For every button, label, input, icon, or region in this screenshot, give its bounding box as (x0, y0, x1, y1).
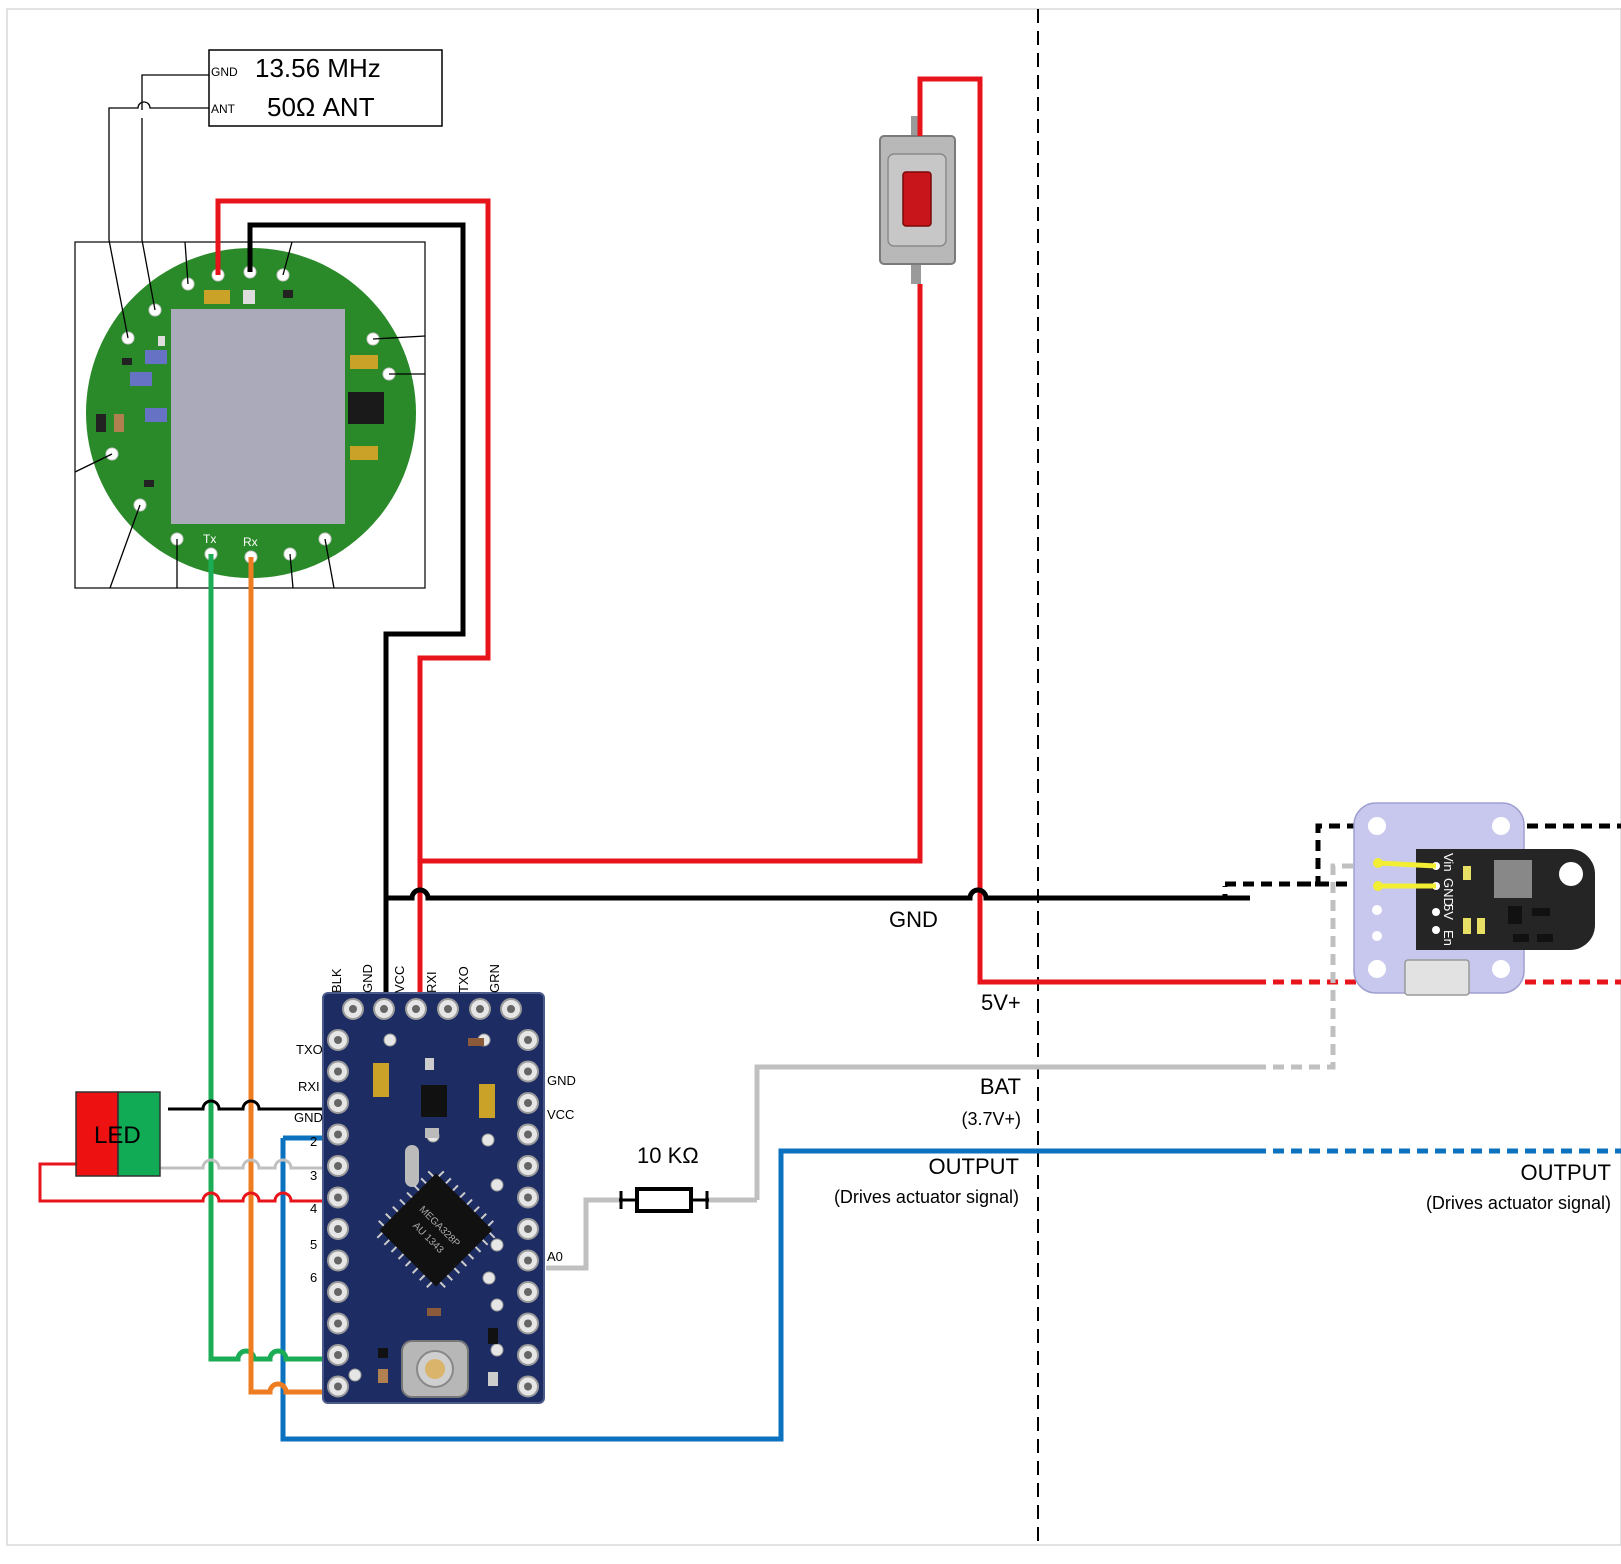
antenna-impedance: 50Ω ANT (267, 92, 375, 122)
smd-component (96, 414, 106, 432)
via-pad (481, 1133, 495, 1147)
led: LED (75, 1091, 161, 1177)
arduino-top-pin-label: TXO (456, 966, 471, 993)
rfid-module: Tx Rx (74, 241, 426, 589)
button-cap (902, 171, 932, 227)
via-pad (490, 1343, 504, 1357)
via-pad (348, 1368, 362, 1382)
wire-gnd-dashed-2 (1222, 881, 1371, 901)
resistor: 10 KΩ (619, 1143, 709, 1213)
wire-button-5v (917, 76, 1255, 985)
arduino-right-pin-label: A0 (547, 1249, 563, 1264)
arduino-top-pin-label: GRN (487, 964, 502, 993)
smd-component (283, 290, 293, 298)
wire-led-green (160, 1158, 322, 1170)
arduino-left-pin-label: 2 (310, 1134, 317, 1149)
antenna-box (208, 49, 443, 127)
arduino-left-pin-label: TXO (296, 1042, 323, 1057)
bat-rail-label: BAT (980, 1074, 1021, 1099)
via-pad (490, 1298, 504, 1312)
wire-bat-dashed (1255, 863, 1356, 1070)
smd-component (158, 336, 165, 346)
ic-chip (348, 392, 384, 424)
right-output-note: (Drives actuator signal) (1426, 1193, 1611, 1213)
antenna-frequency: 13.56 MHz (255, 53, 381, 83)
antenna-ant-lead (108, 101, 209, 339)
arduino-top-pin-label: VCC (392, 966, 407, 993)
smd-component (145, 408, 167, 422)
page-border (6, 8, 1621, 1546)
arduino-side-labels: TXO RXI GND 2 3 4 5 6 GND VCC A0 (294, 1042, 576, 1285)
via-pad (490, 1238, 504, 1252)
right-output-label: OUTPUT (1521, 1160, 1611, 1185)
arduino-top-pin-label: GND (360, 964, 375, 993)
wire-a0-resistor (546, 1197, 623, 1271)
resistor-body (635, 1187, 693, 1213)
smd-component (122, 358, 132, 365)
charger-pin-label: 5V (1441, 904, 1456, 920)
capacitor (204, 290, 230, 304)
output-rail-note: (Drives actuator signal) (834, 1187, 1019, 1207)
arduino-left-pin-label: 5 (310, 1237, 317, 1252)
arduino-top-labels: BLK GND VCC RXI TXO GRN (329, 964, 502, 993)
antenna-ant-pin: ANT (211, 102, 236, 116)
arduino-left-pin-label: GND (294, 1110, 323, 1125)
wire-gnd-dashed (1225, 823, 1621, 887)
smd-component (145, 350, 167, 364)
smd-component (144, 480, 154, 487)
arduino-top-pin-label: RXI (424, 971, 439, 993)
smd-component (130, 372, 152, 386)
wire-rx (248, 557, 322, 1395)
wire-output-rail (280, 1138, 1255, 1442)
resistor-label: 10 KΩ (637, 1143, 699, 1168)
push-button (879, 116, 956, 284)
arduino-top-pin-label: BLK (329, 968, 344, 993)
wire-tx (208, 554, 322, 1362)
rx-pin-label: Rx (243, 535, 258, 549)
wire-led-gnd (168, 1099, 322, 1111)
arduino-pro-mini: MEGA328P AU 1343 (322, 992, 545, 1404)
arduino-left-pin-label: RXI (298, 1079, 320, 1094)
arduino-right-pin-label: GND (547, 1073, 576, 1088)
via-pad (490, 1178, 504, 1192)
output-rail-label: OUTPUT (929, 1154, 1019, 1179)
antenna-gnd-lead (141, 74, 209, 311)
bat-rail-note: (3.7V+) (961, 1109, 1021, 1129)
charger-pin-label: GND (1441, 878, 1456, 907)
arduino-right-pin-label: VCC (547, 1107, 574, 1122)
wire-led-red (38, 1162, 322, 1203)
usb-port (1404, 959, 1470, 996)
capacitor (350, 355, 378, 369)
arduino-left-pin-label: 3 (310, 1168, 317, 1183)
led-green-half (117, 1091, 161, 1177)
tx-pin-label: Tx (203, 532, 216, 546)
arduino-left-pin-label: 6 (310, 1270, 317, 1285)
charger-pcb (1416, 849, 1595, 950)
arduino-left-pin-label: 4 (310, 1201, 317, 1216)
rfid-chip-shield (171, 309, 345, 524)
antenna-gnd-pin: GND (211, 65, 238, 79)
gnd-rail-label: GND (889, 907, 938, 932)
charger-pin-label: En (1441, 930, 1456, 946)
wire-bat-rail (754, 1064, 1255, 1200)
led-label: LED (94, 1122, 141, 1149)
via-pad (482, 1271, 496, 1285)
capacitor (350, 446, 378, 460)
via-pad (383, 1033, 397, 1047)
smd-component (243, 290, 255, 304)
5v-rail-label: 5V+ (981, 990, 1021, 1015)
wire-rfid-vcc (215, 198, 491, 994)
wire-rfid-gnd (247, 222, 466, 994)
smd-component (114, 414, 124, 432)
wire-gnd-rail (386, 887, 1250, 901)
wire-button-to-vcc (420, 284, 923, 864)
antenna: GND 13.56 MHz ANT 50Ω ANT (108, 49, 443, 339)
charger-pin-label: Vin (1441, 853, 1456, 872)
